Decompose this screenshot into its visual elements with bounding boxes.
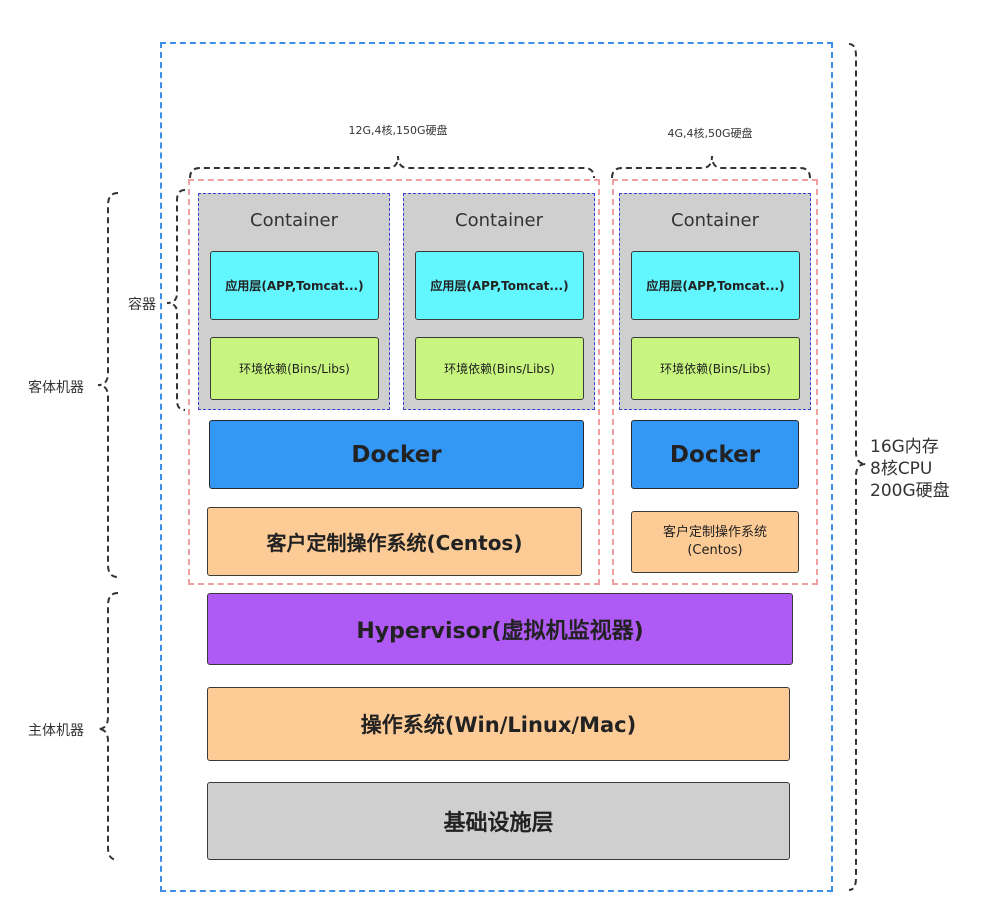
container-brace bbox=[166, 189, 186, 411]
docker-engine-vm2: Docker bbox=[631, 420, 799, 489]
container-title: Container bbox=[671, 210, 759, 231]
guest-brace bbox=[97, 192, 119, 578]
host-boundary bbox=[160, 42, 833, 892]
app-layer: 应用层(APP,Tomcat...) bbox=[415, 251, 584, 320]
container-group-label: 容器 bbox=[128, 297, 156, 313]
guest-machine-label: 客体机器 bbox=[28, 380, 84, 396]
env-layer: 环境依赖(Bins/Libs) bbox=[210, 337, 379, 400]
host-spec-memory: 16G内存 bbox=[870, 437, 939, 457]
host-machine-label: 主体机器 bbox=[28, 723, 84, 739]
env-layer: 环境依赖(Bins/Libs) bbox=[415, 337, 584, 400]
host-brace bbox=[848, 43, 867, 891]
app-layer: 应用层(APP,Tomcat...) bbox=[631, 251, 800, 320]
vm2-boundary bbox=[612, 179, 818, 585]
container-3: Container 应用层(APP,Tomcat...) 环境依赖(Bins/L… bbox=[619, 193, 811, 410]
vm2-spec-label: 4G,4核,50G硬盘 bbox=[667, 127, 753, 140]
container-title: Container bbox=[455, 210, 543, 231]
container-2: Container 应用层(APP,Tomcat...) 环境依赖(Bins/L… bbox=[403, 193, 595, 410]
guest-os-vm2-line2: (Centos) bbox=[687, 543, 743, 558]
guest-os-vm2: 客户定制操作系统 (Centos) bbox=[631, 511, 799, 573]
guest-os-vm2-line1: 客户定制操作系统 bbox=[662, 525, 767, 540]
docker-engine-vm1: Docker bbox=[209, 420, 584, 489]
container-1: Container 应用层(APP,Tomcat...) 环境依赖(Bins/L… bbox=[198, 193, 390, 410]
app-layer: 应用层(APP,Tomcat...) bbox=[210, 251, 379, 320]
host-machine-brace bbox=[97, 592, 119, 861]
vm1-spec-label: 12G,4核,150G硬盘 bbox=[348, 124, 448, 137]
host-spec-cpu: 8核CPU bbox=[870, 459, 933, 479]
hypervisor-layer: Hypervisor(虚拟机监视器) bbox=[207, 593, 793, 665]
guest-os-vm1: 客户定制操作系统(Centos) bbox=[207, 507, 582, 576]
host-spec-disk: 200G硬盘 bbox=[870, 481, 950, 501]
env-layer: 环境依赖(Bins/Libs) bbox=[631, 337, 800, 400]
container-title: Container bbox=[250, 210, 338, 231]
vm1-spec-brace bbox=[189, 155, 595, 179]
host-spec-label: 16G内存 8核CPU 200G硬盘 bbox=[870, 436, 950, 502]
infrastructure-layer: 基础设施层 bbox=[207, 782, 790, 860]
host-os-layer: 操作系统(Win/Linux/Mac) bbox=[207, 687, 790, 761]
vm2-spec-brace bbox=[611, 155, 811, 179]
vm1-boundary bbox=[188, 179, 600, 585]
